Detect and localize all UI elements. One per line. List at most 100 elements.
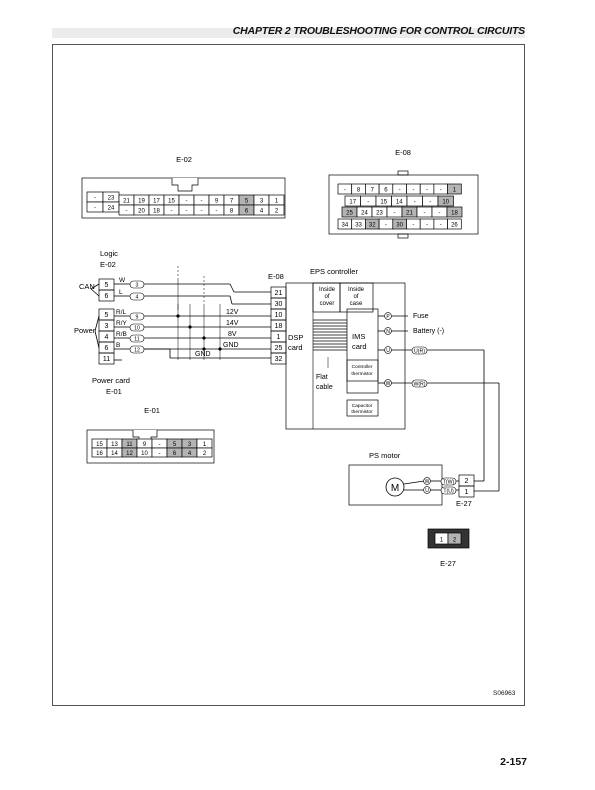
figure-id: S06963 (493, 690, 516, 697)
connector-e27-pin-label: 2 (453, 538, 457, 544)
wire-id-9-text: 9 (136, 314, 139, 320)
connector-e08-pin-label: - (426, 223, 428, 229)
connector-e08-pin (447, 183, 462, 195)
eps-pin-label: 10 (275, 312, 283, 319)
connector-e02-pin-label: 17 (153, 199, 160, 205)
connector-e08-pin-label: - (399, 188, 401, 194)
connector-e02-pin-label: 4 (260, 209, 264, 215)
chapter-title: CHAPTER 2 TROUBLESHOOTING FOR CONTROL CI… (232, 25, 525, 37)
connector-e02-key (171, 178, 199, 192)
connector-e08-pin-label: - (439, 211, 441, 217)
wire (229, 283, 235, 293)
connector-e08-pin-label: 10 (442, 200, 449, 206)
motor-connector-label: E-27 (456, 499, 472, 508)
connector-e02-pin (268, 204, 285, 216)
connector-e08-pin-label: 6 (384, 188, 388, 194)
power-bracket (94, 315, 100, 332)
connector-e27-pin-label: 1 (440, 538, 444, 544)
connector-e01-pin-label: 9 (143, 442, 147, 448)
power-pin-label: 3 (105, 323, 109, 330)
capacitor-thermistor-label: Capacitor (352, 403, 373, 409)
connector-e08-pin-label: - (426, 188, 428, 194)
header-bar (52, 28, 525, 38)
can-label: CAN (79, 282, 95, 291)
connector-e02-pin-label: 15 (168, 199, 175, 205)
eps-pin-label: 30 (275, 301, 283, 308)
power-card-label: Power card (92, 376, 130, 385)
connector-e08-pin-label: 30 (396, 223, 403, 229)
ps-motor-title: PS motor (369, 451, 401, 460)
connector-e02-pin-label: 3 (260, 199, 264, 205)
tag-u (411, 346, 428, 355)
wire-color-R/Y: R/Y (116, 320, 128, 327)
connector-e08-pin-label: - (344, 188, 346, 194)
inside-cover-label: Inside (319, 287, 336, 293)
ps-motor-box (348, 464, 443, 506)
terminal-u-text: U (386, 348, 390, 354)
connector-e08-pin-label: - (440, 188, 442, 194)
connector-e08-pin-label: 7 (371, 188, 375, 194)
connector-e01-pin-label: 13 (111, 442, 118, 448)
fuse-label: Fuse (413, 313, 429, 320)
wire-id-12 (129, 345, 145, 354)
eps-pin-label: 18 (275, 323, 283, 330)
connector-e01-pin-label: - (159, 442, 161, 448)
connector-e08-key (397, 170, 409, 176)
connector-e01-pin-label: 3 (188, 442, 192, 448)
wire-id-9 (129, 312, 145, 321)
flat-cable-label: Flat (316, 374, 328, 381)
wire-id-3 (129, 280, 145, 289)
connector-e02-pin-label: 24 (108, 206, 115, 212)
connector-e02-pin-label: - (94, 196, 96, 202)
tag-tu-text: T(U) (443, 488, 454, 494)
tag-tu (440, 486, 457, 495)
tag-w-text: W(R) (413, 381, 425, 387)
voltage-14v: 14V (226, 320, 239, 327)
tag-tw-text: T(W) (443, 479, 455, 485)
power-pin-label: 6 (105, 345, 109, 352)
dsp-card-label: card (288, 343, 303, 352)
eps-pin-label: 32 (275, 356, 283, 363)
wire (403, 480, 425, 485)
connector-e08-pin-label: 32 (369, 223, 376, 229)
connector-e02-pin-label: 7 (230, 199, 234, 205)
wire-color-w: W (119, 277, 126, 284)
eps-connector-label: E-08 (268, 272, 284, 281)
connector-e02-pin-label: - (186, 199, 188, 205)
dsp-card-label: DSP (288, 333, 303, 342)
connector-e08-key (397, 233, 409, 239)
logic-title: Logic (100, 249, 118, 258)
connector-e08-pin-label: 17 (349, 200, 356, 206)
connector-e02-pin-label: - (94, 206, 96, 212)
terminal-p-text: P (386, 314, 390, 320)
connector-e08-pin-label: 8 (357, 188, 361, 194)
connector-e02-pin-label: 9 (215, 199, 219, 205)
connector-e08-pin (447, 218, 462, 230)
wire-color-R/L: R/L (116, 309, 127, 316)
logic-connector-label: E-02 (100, 260, 116, 269)
wire-color-R/B: R/B (116, 331, 127, 338)
connector-e08-pin-label: 33 (355, 223, 362, 229)
controller-thermistor-label: thermistor (351, 371, 373, 377)
tag-tw (440, 477, 457, 486)
eps-pin-label: 25 (275, 345, 283, 352)
connector-e01-pin-label: 10 (141, 451, 148, 457)
connector-e08-pin-label: 15 (380, 200, 387, 206)
wire-id-10-text: 10 (134, 325, 140, 331)
connector-e02-pin-label: - (216, 209, 218, 215)
motor-terminal-w-text: W (425, 479, 430, 485)
connector-e08-label: E-08 (395, 148, 411, 157)
connector-e08-pin-label: 25 (346, 211, 353, 217)
motor-pin-label: 2 (465, 478, 469, 485)
motor-terminal-u-text: U (425, 488, 429, 494)
connector-e01-pin-label: 14 (111, 451, 118, 457)
voltage-12v: 12V (226, 309, 239, 316)
tag-u-text: U(R) (414, 348, 425, 354)
tag-w (411, 379, 428, 388)
connector-e02-pin-label: 21 (123, 199, 130, 205)
page-number: 2-157 (500, 756, 527, 768)
connector-e02-pin-label: 19 (138, 199, 145, 205)
wire-color-B: B (116, 342, 120, 349)
connector-e01-pin (196, 447, 213, 458)
